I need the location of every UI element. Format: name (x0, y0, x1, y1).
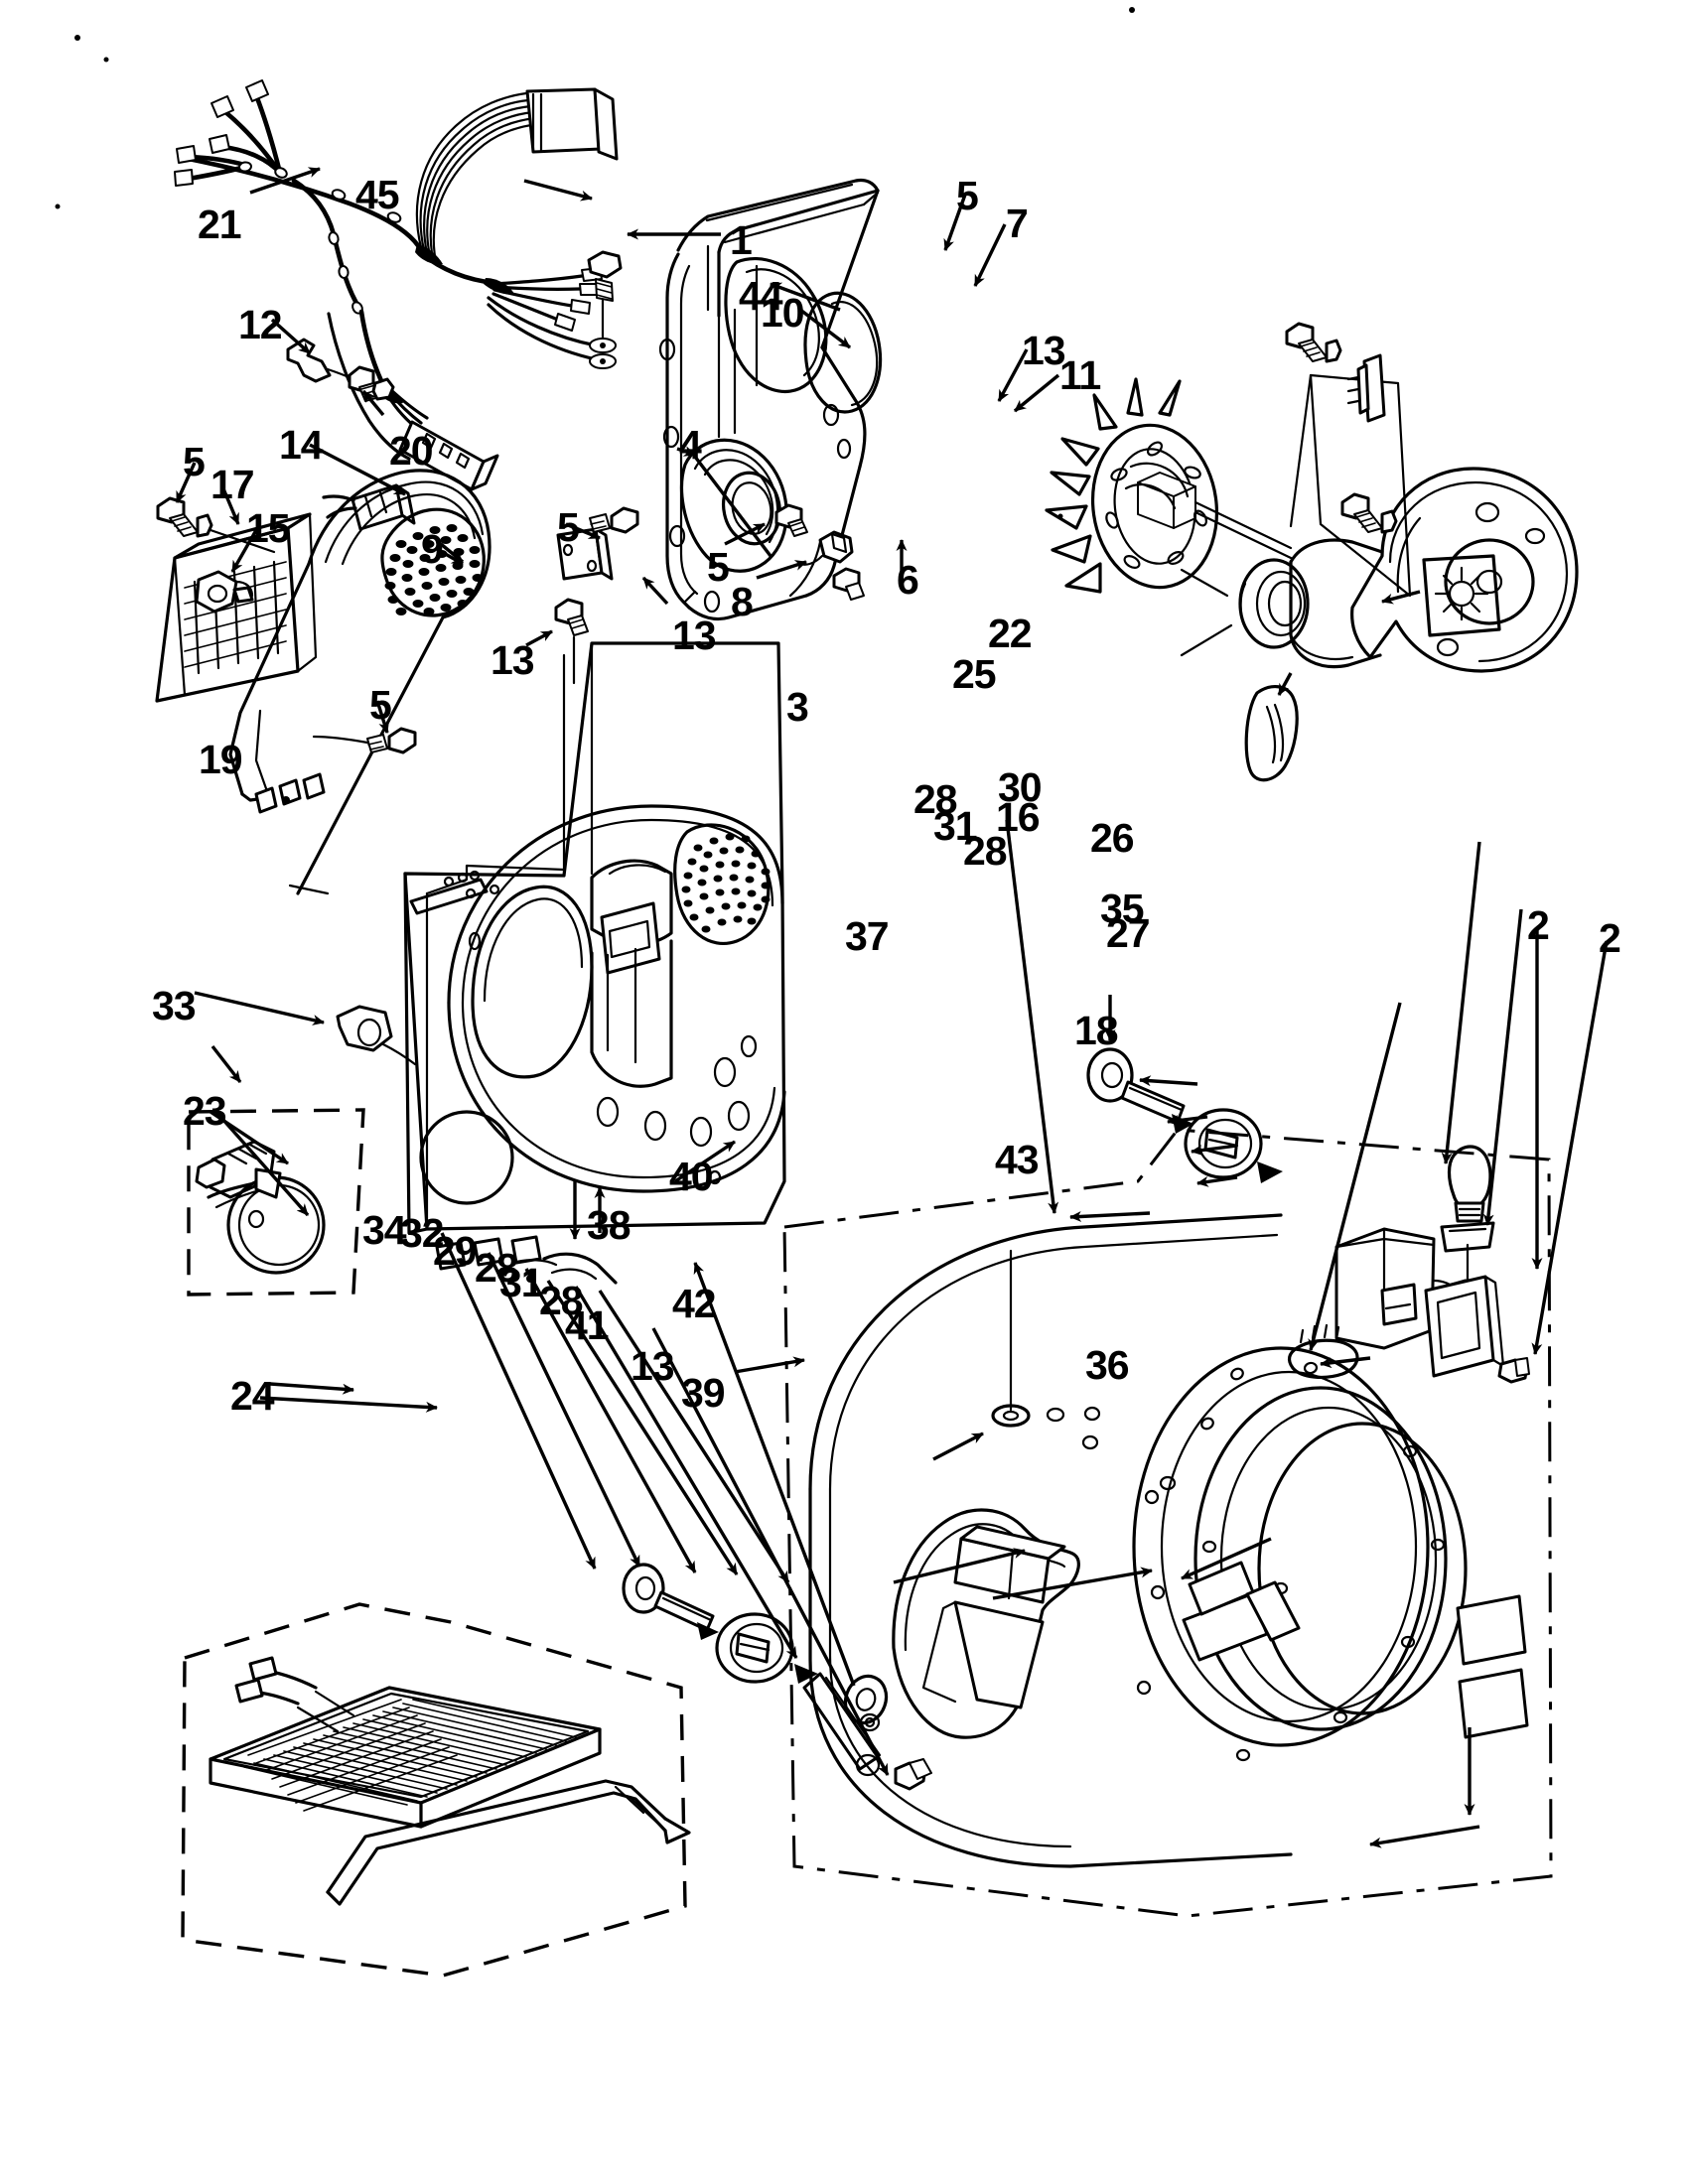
blower-wheel-art (1045, 377, 1293, 594)
callout-31-roller-drum-support-2: 31 (499, 1260, 544, 1305)
callout-23-heater-assembly-boxed: 23 (183, 1088, 227, 1134)
screw-45 (587, 250, 623, 302)
callout-14-lint-duct-assembly: 14 (279, 422, 324, 468)
screw-5-heater (156, 496, 213, 538)
screw-5-bracket (589, 506, 639, 534)
callout-45-screw-harness-ground: 45 (355, 172, 400, 217)
callout-29-washer-roller: 29 (433, 1228, 478, 1274)
high-limit-thermostat (195, 570, 254, 614)
hex-nut-art (194, 991, 417, 1066)
bulkhead-grille (673, 823, 771, 945)
callout-13-screw-motor-mount: 13 (1022, 328, 1066, 373)
callout-40-baffle-drum-lifter: 40 (669, 1154, 714, 1199)
callout-43-drum-rear-bulkhead: 43 (995, 1137, 1040, 1182)
callout-5-screw-duct: 5 (557, 504, 580, 550)
callout-31-roller-drum-support: 31 (933, 803, 978, 849)
screw-2-striker (1497, 1357, 1530, 1384)
callout-28-clip-roller-lower: 28 (539, 1278, 584, 1323)
callout-27-striker-door: 27 (1106, 910, 1151, 956)
callout-30-shaft-roller: 30 (998, 764, 1043, 810)
callout-24-heater-support-bracket: 24 (230, 1373, 275, 1419)
callout-leaders-2 (210, 1110, 1153, 1600)
callout-17-heating-element: 17 (210, 462, 255, 507)
callout-15-thermostat-high-limit: 15 (246, 505, 291, 551)
callout-10-blower-wheel: 10 (761, 290, 805, 336)
drum-roller-hardware-upper (1086, 1047, 1283, 1183)
bulb-clamp-kit-art (187, 1108, 365, 1297)
sun-icon (1434, 566, 1489, 621)
heater-assembly-boxed-art (181, 1602, 691, 1978)
callout-16-switch-door: 16 (996, 794, 1041, 840)
callout-13-screw-roller-shaft: 13 (631, 1343, 675, 1389)
callout-11-motor-blower-housing: 11 (1059, 352, 1101, 398)
callout-38-bracket-roller-mount: 38 (587, 1202, 632, 1248)
callout-34-bulkhead-rear: 34 (362, 1207, 407, 1253)
bearing-seal-6 (1238, 558, 1310, 649)
bulkhead-rear-panel-art (403, 641, 786, 1285)
callout-44-gasket-blower-outlet: 44 (739, 273, 783, 319)
drum-roller-hardware-lower (622, 1563, 932, 1791)
screw-13-roller (894, 1758, 932, 1791)
callout-4-felt-seal: 4 (679, 422, 702, 468)
lubricant-packet-art (1381, 554, 1501, 637)
drum-baffle-40 (892, 1508, 1080, 1739)
bulkhead-front-panel-art (658, 178, 880, 621)
callout-12-thermal-cutoff: 12 (238, 302, 283, 347)
callout-2-screw-upper: 2 (1527, 902, 1550, 948)
callout-37-drum-assembly: 37 (845, 913, 890, 959)
callout-32-washer-tri-ring: 32 (400, 1210, 445, 1256)
callout-28-clip-roller-upper: 28 (475, 1245, 519, 1291)
callout-5-screw-idler: 5 (707, 544, 730, 590)
screw-13-seal (832, 567, 865, 601)
screw-13-bulkhead-top (554, 598, 589, 685)
callout-2-screw-lower: 2 (1599, 915, 1621, 961)
callout-33-nut-hex: 33 (152, 983, 197, 1028)
callout-13-screw-bulkhead-top: 13 (491, 637, 535, 683)
callout-3-washer-drum-support: 3 (786, 684, 809, 730)
wire-harness-art (174, 79, 623, 531)
callout-20-screw-thermal-cutoff: 20 (389, 428, 434, 474)
callout-6-seal-blower: 6 (897, 557, 919, 603)
callout-41-shaft-roller-lower: 41 (565, 1302, 610, 1348)
gasket-blower-outlet-art (803, 291, 883, 414)
screw-5-housing (1285, 322, 1342, 363)
callout-35-catch-door-strike: 35 (1100, 886, 1145, 931)
callout-9-bracket-thermal-fuse: 9 (421, 526, 444, 572)
callout-42-washer-roller-lower: 42 (672, 1281, 717, 1326)
callout-21-wire-harness-main: 21 (198, 202, 242, 247)
callout-36-drum-baffle-ring: 36 (1085, 1342, 1130, 1388)
clip-7 (1346, 353, 1386, 423)
grommet-art (774, 503, 865, 601)
door-catch-group-art (1424, 1145, 1530, 1384)
callout-5-screw-heater-left: 5 (183, 439, 206, 484)
callout-leaders (175, 167, 1609, 1848)
screw-5-grommet (774, 503, 808, 537)
callout-22-lubricant-packet: 22 (988, 611, 1033, 656)
callout-5-screw-blower-housing: 5 (956, 173, 979, 218)
callout-7-clip-retainer: 7 (1006, 201, 1029, 246)
drum-assembly-art (782, 1128, 1553, 1918)
drum-glide-art (1244, 685, 1299, 782)
callout-1-bulkhead-front-panel: 1 (730, 217, 753, 263)
callout-39-drum-and-baffle-assembly: 39 (681, 1370, 726, 1416)
screw-13-motor (1340, 492, 1398, 534)
callout-25-glide-drum-front: 25 (952, 651, 997, 697)
callout-8-grommet: 8 (731, 579, 754, 624)
callout-18-felt-drum-seal: 18 (1074, 1008, 1119, 1053)
screw-5-duct-lower (312, 727, 417, 754)
callout-13-screw-seal: 13 (672, 613, 717, 658)
callout-28-clip-retaining-lower: 28 (963, 828, 1008, 874)
lint-duct-assembly-art (228, 469, 491, 915)
callout-26-spring-door-catch: 26 (1090, 815, 1135, 861)
motor-blower-housing-art (1180, 322, 1579, 673)
callout-5-screw-duct-lower: 5 (369, 682, 392, 728)
bracket-thermal-fuse-art (439, 506, 639, 581)
callout-19-bulb-and-clamp-kit: 19 (199, 737, 243, 782)
callout-28-clip-retaining-upper: 28 (913, 776, 958, 822)
